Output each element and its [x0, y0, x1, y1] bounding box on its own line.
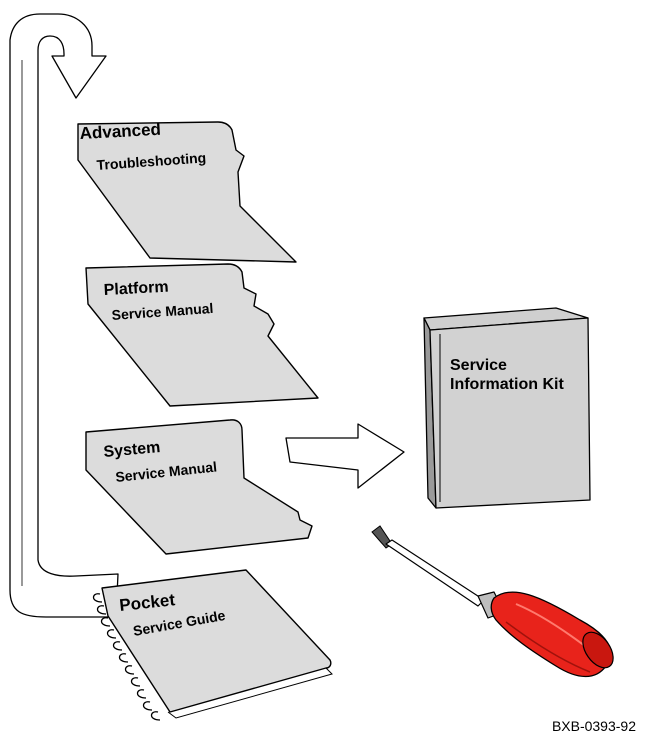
binder-service-information-kit: Service Information Kit: [423, 307, 591, 509]
spiral-binding-icon: [92, 593, 161, 721]
platform-title: Platform: [103, 279, 169, 299]
document-advanced-troubleshooting: Advanced Troubleshooting: [77, 120, 297, 263]
document-system-service-manual: System Service Manual: [85, 419, 313, 555]
screwdriver-icon: [371, 525, 614, 678]
binder-subtitle: Information Kit: [450, 376, 564, 393]
document-pocket-service-guide: Pocket Service Guide: [92, 569, 333, 721]
document-platform-service-manual: Platform Service Manual: [85, 263, 319, 407]
advanced-subtitle: Troubleshooting: [96, 149, 207, 173]
platform-subtitle: Service Manual: [111, 300, 214, 323]
right-arrow-icon: [285, 423, 405, 489]
system-title: System: [103, 439, 161, 461]
advanced-title: Advanced: [79, 120, 161, 143]
loop-arrow-icon: [9, 13, 119, 618]
binder-title: Service: [450, 357, 507, 374]
figure-id: BXB-0393-92: [551, 718, 636, 734]
